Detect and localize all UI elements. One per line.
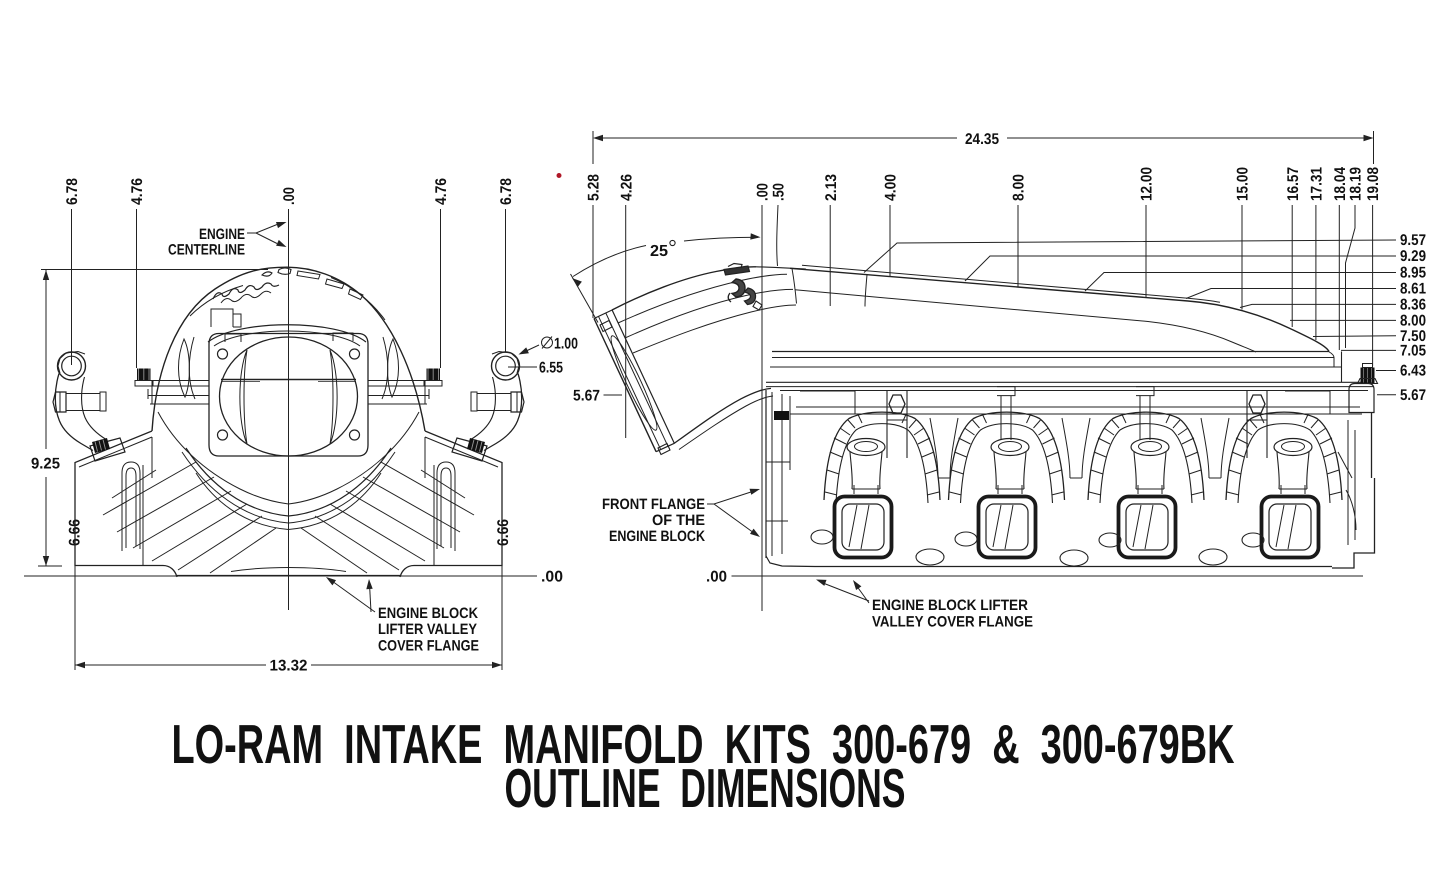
svg-text:9.25: 9.25 — [31, 456, 60, 473]
svg-text:4.00: 4.00 — [883, 174, 900, 201]
svg-text:4.76: 4.76 — [433, 178, 450, 205]
svg-text:4.26: 4.26 — [618, 174, 635, 201]
svg-text:VALLEY COVER FLANGE: VALLEY COVER FLANGE — [872, 614, 1033, 631]
svg-text:8.00: 8.00 — [1011, 174, 1028, 201]
svg-text:17.31: 17.31 — [1309, 167, 1326, 201]
svg-text:6.55: 6.55 — [539, 360, 563, 377]
svg-text:5.67: 5.67 — [573, 388, 600, 405]
svg-text:COVER FLANGE: COVER FLANGE — [378, 638, 479, 655]
svg-text:7.50: 7.50 — [1400, 328, 1426, 345]
svg-text:1.00: 1.00 — [554, 336, 578, 353]
svg-text:CENTERLINE: CENTERLINE — [168, 242, 245, 259]
svg-text:6.78: 6.78 — [498, 178, 515, 205]
svg-text:FRONT FLANGE: FRONT FLANGE — [602, 496, 705, 513]
svg-text:8.61: 8.61 — [1400, 281, 1426, 298]
svg-text:8.95: 8.95 — [1400, 265, 1426, 282]
svg-text:24.35: 24.35 — [965, 131, 999, 148]
svg-text:18.19: 18.19 — [1348, 167, 1365, 201]
svg-text:16.57: 16.57 — [1285, 167, 1302, 201]
svg-text:13.32: 13.32 — [270, 658, 308, 675]
svg-text:.00: .00 — [541, 569, 563, 586]
svg-text:ENGINE: ENGINE — [199, 226, 245, 243]
svg-text:ENGINE BLOCK: ENGINE BLOCK — [378, 605, 478, 622]
svg-text:.00: .00 — [706, 569, 727, 586]
svg-text:.00: .00 — [281, 187, 298, 205]
svg-text:5.28: 5.28 — [586, 174, 603, 201]
svg-text:9.57: 9.57 — [1400, 232, 1426, 249]
svg-text:19.08: 19.08 — [1365, 167, 1382, 201]
svg-text:9.29: 9.29 — [1400, 248, 1426, 265]
svg-text:OUTLINE DIMENSIONS: OUTLINE DIMENSIONS — [505, 757, 906, 819]
svg-text:5.67: 5.67 — [1400, 387, 1426, 404]
svg-text:ENGINE BLOCK: ENGINE BLOCK — [609, 528, 705, 545]
svg-text:6.78: 6.78 — [64, 178, 81, 205]
svg-text:6.43: 6.43 — [1400, 363, 1426, 380]
svg-text:OF THE: OF THE — [652, 512, 705, 529]
svg-text:LO-RAM INTAKE MANIFOLD KITS: LO-RAM INTAKE MANIFOLD KITS 300-679 & 30… — [172, 713, 1235, 775]
svg-text:15.00: 15.00 — [1235, 167, 1252, 201]
svg-text:25: 25 — [650, 243, 668, 260]
svg-text:12.00: 12.00 — [1139, 167, 1156, 201]
svg-text:2.13: 2.13 — [823, 174, 840, 201]
svg-text:8.36: 8.36 — [1400, 297, 1426, 314]
svg-text:8.00: 8.00 — [1400, 313, 1426, 330]
svg-text:6.66: 6.66 — [495, 519, 512, 546]
svg-text:18.04: 18.04 — [1332, 167, 1349, 201]
svg-text:LIFTER VALLEY: LIFTER VALLEY — [378, 621, 477, 638]
svg-text:ENGINE BLOCK LIFTER: ENGINE BLOCK LIFTER — [872, 597, 1028, 614]
svg-text:4.76: 4.76 — [129, 178, 146, 205]
svg-text:.50: .50 — [771, 183, 788, 201]
svg-text:7.05: 7.05 — [1400, 343, 1426, 360]
svg-text:.00: .00 — [755, 183, 772, 201]
